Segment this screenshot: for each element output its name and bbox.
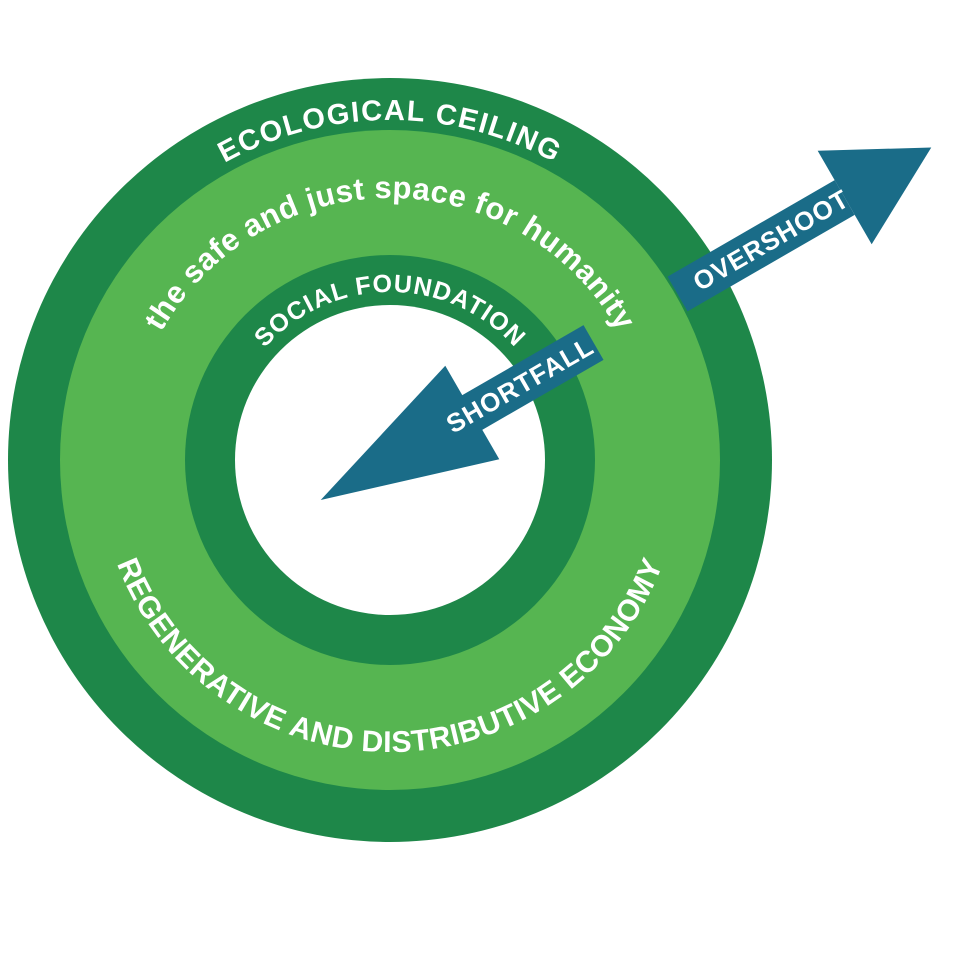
overshoot-label: OVERSHOOT — [688, 183, 855, 297]
shortfall-arrowhead-icon — [320, 365, 500, 500]
overshoot-arrowhead-icon — [817, 147, 932, 245]
shortfall-arrow-shaft — [453, 325, 604, 435]
overshoot-arrow-shaft — [667, 180, 855, 312]
overshoot-arrow: OVERSHOOT — [667, 147, 932, 312]
